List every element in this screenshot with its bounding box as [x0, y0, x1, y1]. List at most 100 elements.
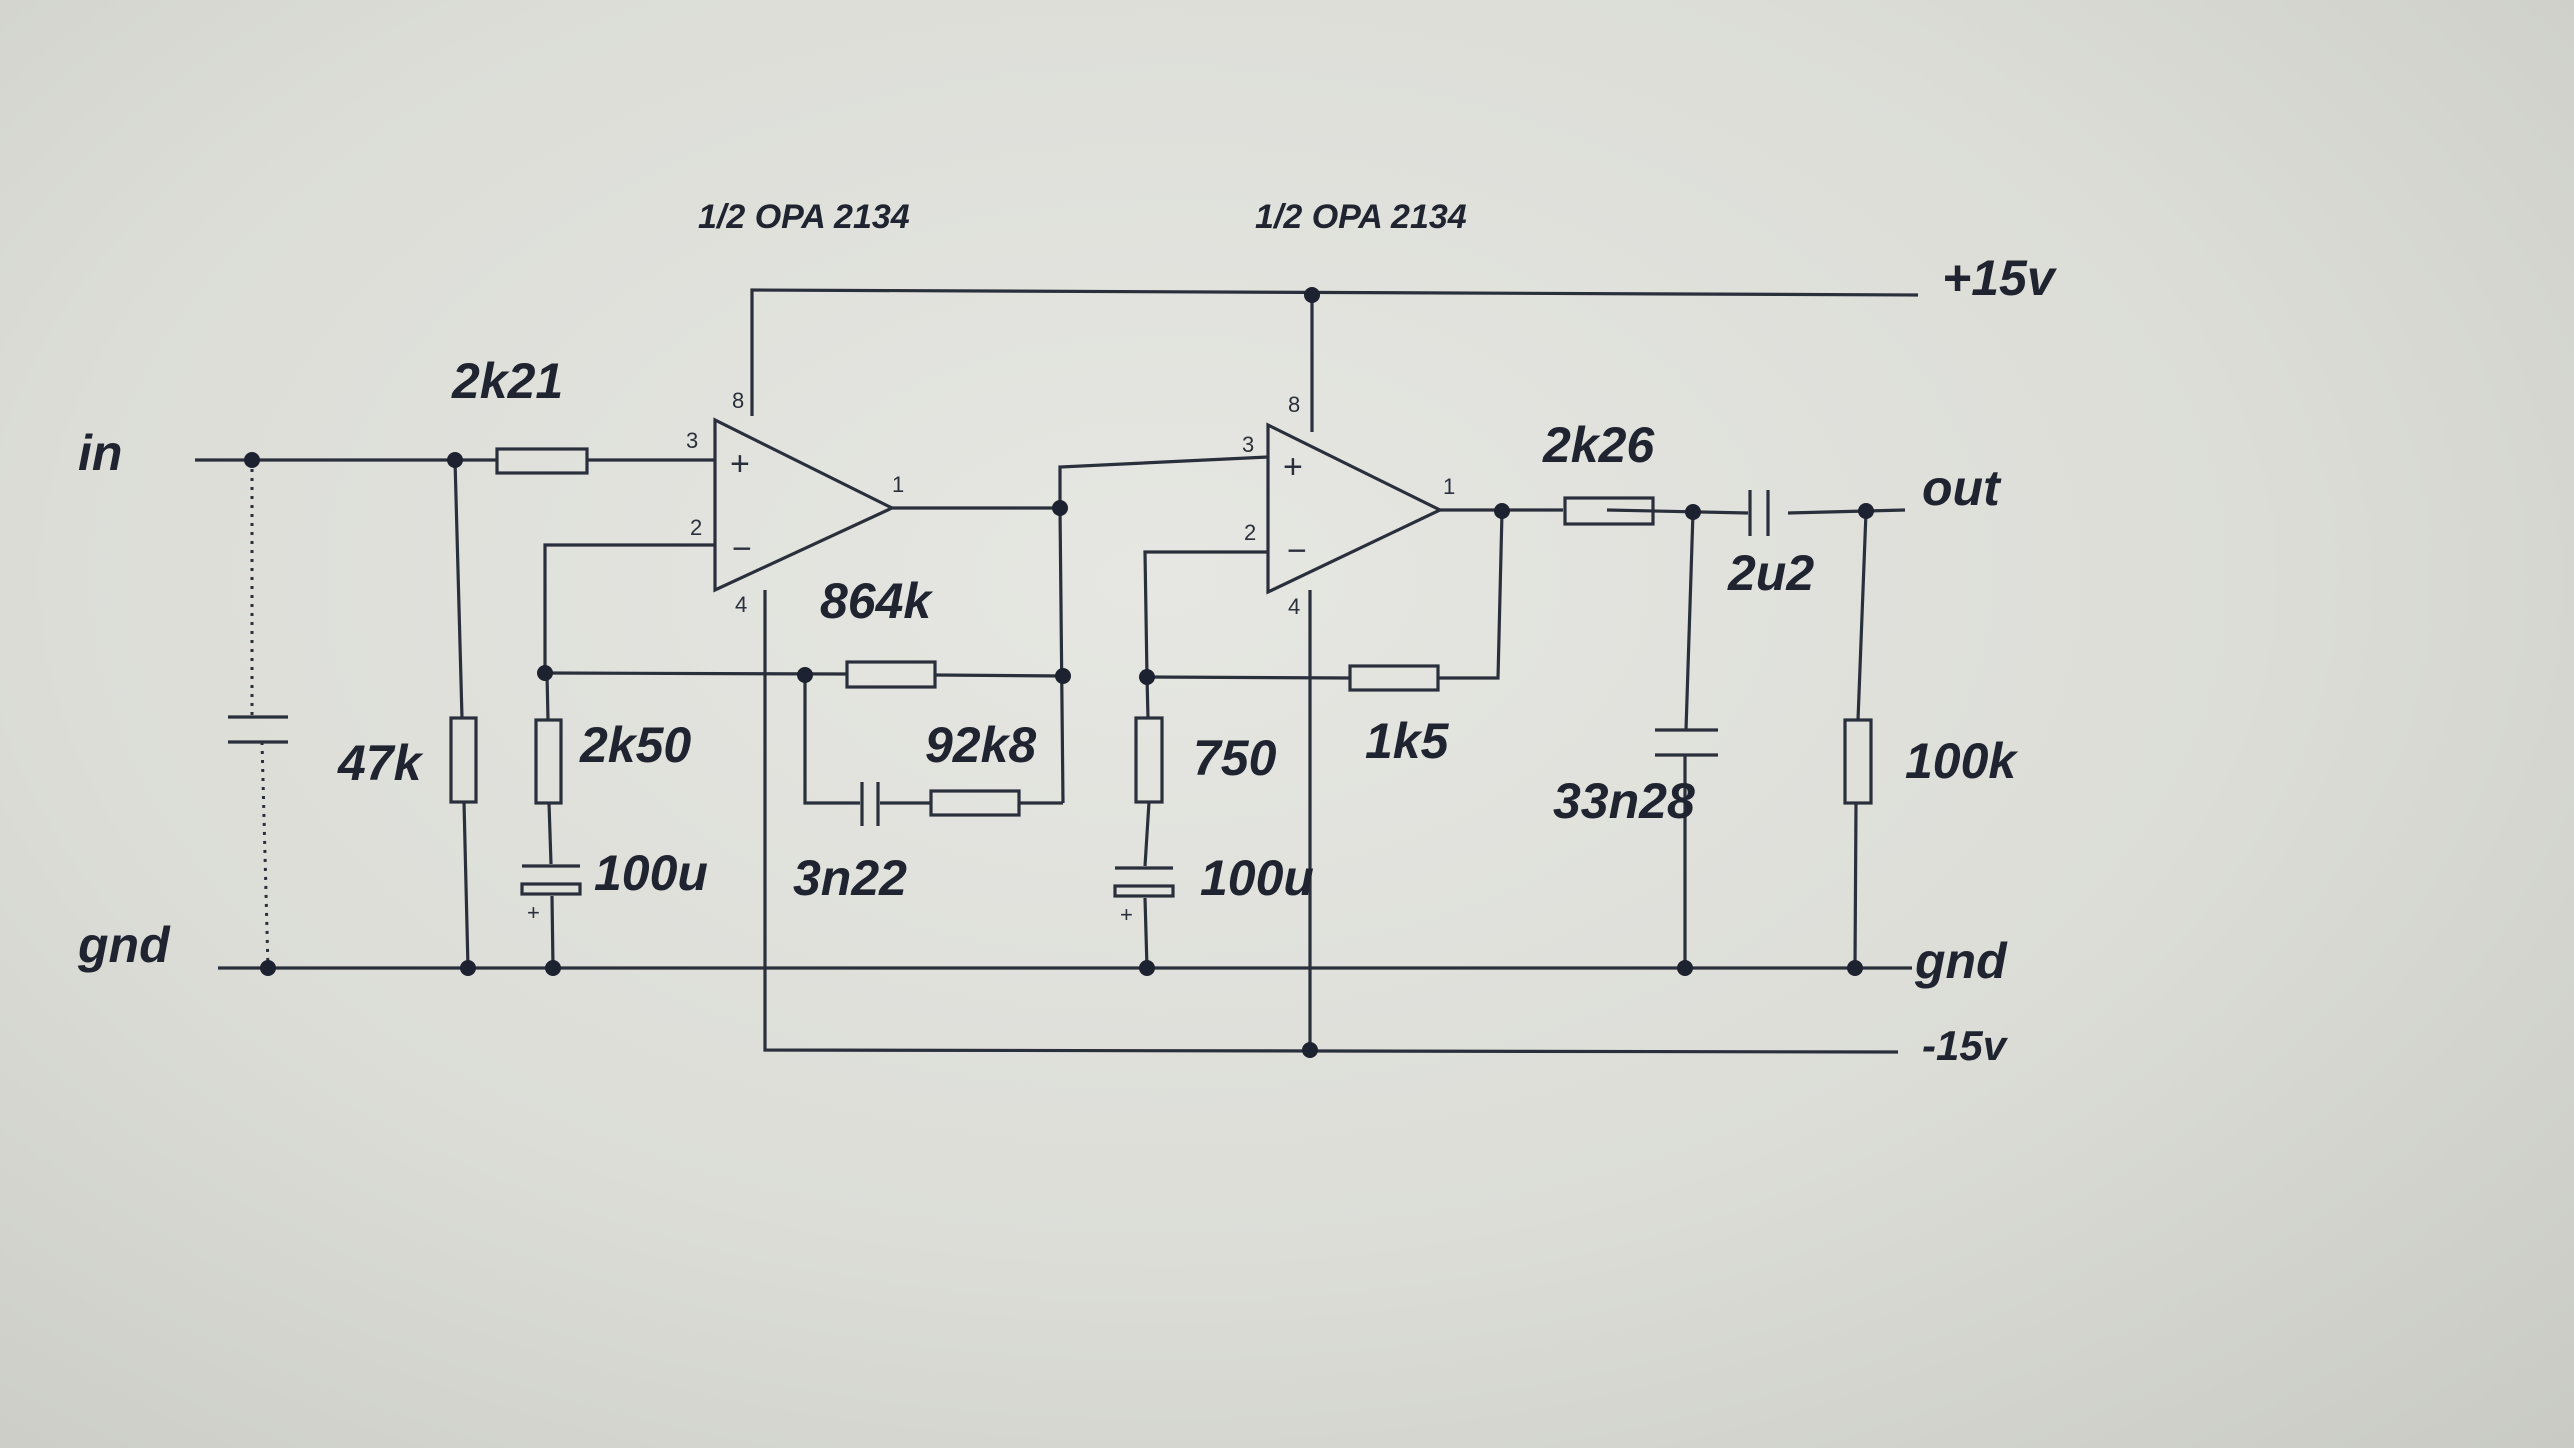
negative-rail-label: -15v [1922, 1022, 2009, 1069]
label-1k5: 1k5 [1365, 713, 1450, 769]
node-gnd-output-cap [1677, 960, 1693, 976]
node-positive-rail [1304, 287, 1320, 303]
interstage-wire [1058, 455, 1269, 508]
output-cap-wire-top [1684, 511, 1695, 731]
output-wire-mid [1606, 508, 1749, 515]
opamp2-minus-sign: − [1287, 532, 1307, 570]
label-2k26: 2k26 [1542, 417, 1655, 473]
cap-100u-2-plate-bottom [1113, 884, 1175, 898]
label-2k21: 2k21 [451, 353, 563, 409]
opamp1-pin-1: 1 [892, 472, 904, 497]
resistor-750 [1134, 716, 1164, 804]
node-output-load [1858, 503, 1874, 519]
feedback1-wire-left [544, 671, 848, 676]
node-input-shunt [447, 452, 463, 468]
opamp1-pin-4: 4 [735, 592, 747, 617]
opamp2-pin-2: 2 [1244, 520, 1256, 545]
positive-rail-label: +15v [1942, 250, 2058, 306]
node-feedback1-right [1055, 668, 1071, 684]
node-opamp2-output [1494, 503, 1510, 519]
resistor-2k26-rect [1563, 496, 1655, 526]
opamp1-plus-sign: + [730, 445, 750, 483]
feedback2-wire-left [1146, 675, 1351, 680]
ground-resistor2-wire-mid [1143, 801, 1151, 867]
node-opamp1-output [1052, 500, 1068, 516]
input-cap-dotted-bottom [260, 741, 270, 969]
cap-100u-1-polarity: + [527, 900, 540, 925]
label-92k8: 92k8 [925, 717, 1036, 773]
shunt-resistor-wire-bottom [462, 801, 470, 969]
opamp-2: + − 8 3 2 4 1 [1242, 392, 1455, 619]
cap-100u-2-polarity: + [1120, 902, 1133, 927]
feedback2-wire-right [1438, 511, 1504, 680]
capacitors: + + [228, 490, 1770, 927]
node-gnd-cap1 [545, 960, 561, 976]
node-output-cap-shunt [1685, 504, 1701, 520]
resistors [449, 447, 1873, 817]
opamp2-pin-1: 1 [1443, 474, 1455, 499]
resistor-1k5 [1348, 664, 1440, 692]
label-100u-1: 100u [594, 845, 708, 901]
label-864k: 864k [820, 573, 933, 629]
opamp2-triangle [1266, 422, 1444, 595]
cap-100u-1-plate-bottom [520, 882, 582, 896]
ground-resistor1-wire-top [545, 672, 550, 721]
feedback1-vertical-wire [1058, 507, 1065, 804]
opamp1-minus-sign: − [732, 530, 752, 568]
node-negative-rail [1302, 1042, 1318, 1058]
shunt-resistor-wire-top [453, 459, 464, 719]
opamp1-triangle [713, 417, 896, 593]
node-gnd-load [1847, 960, 1863, 976]
resistor-47k [449, 716, 478, 804]
label-47k: 47k [337, 735, 424, 791]
opamp2-title: 1/2 OPA 2134 [1255, 198, 1467, 236]
resistor-92k8 [929, 789, 1021, 817]
opamp1-pin-3: 3 [686, 428, 698, 453]
resistor-2k21 [495, 447, 589, 475]
node-feedback1-left [537, 665, 553, 681]
opamp2-inverting-wire [1143, 550, 1268, 678]
load-resistor-wire-bottom [1853, 802, 1858, 969]
ground-cap2-wire-bottom [1143, 897, 1149, 969]
node-input-cap [244, 452, 260, 468]
opamp1-title: 1/2 OPA 2134 [698, 198, 910, 236]
label-2u2: 2u2 [1727, 545, 1814, 601]
rc-branch-wire-left [803, 675, 860, 805]
node-rc-branch [797, 667, 813, 683]
node-gnd-shunt [460, 960, 476, 976]
node-feedback2-left [1139, 669, 1155, 685]
output-label: out [1922, 460, 2002, 516]
positive-rail-wire [750, 288, 1919, 416]
label-3n22: 3n22 [793, 850, 907, 906]
resistor-100k [1843, 718, 1873, 805]
opamp-1: + − 8 3 2 4 1 [686, 388, 904, 617]
opamp1-pin-2: 2 [690, 515, 702, 540]
opamp2-plus-sign: + [1283, 448, 1303, 486]
opamp1-inverting-wire [543, 543, 715, 673]
label-750: 750 [1193, 730, 1277, 786]
ground-label-right: gnd [1914, 933, 2008, 989]
opamp2-pin-4: 4 [1288, 594, 1300, 619]
output-wire-right [1787, 508, 1906, 515]
node-gnd-cap2 [1139, 960, 1155, 976]
label-33n28: 33n28 [1553, 773, 1695, 829]
ground-cap1-wire-bottom [550, 895, 555, 969]
labels: 1/2 OPA 2134 1/2 OPA 2134 +15v -15v in o… [77, 198, 2058, 1069]
label-2k50: 2k50 [579, 717, 691, 773]
ground-resistor1-wire-mid [547, 802, 553, 865]
junction-nodes [244, 287, 1874, 1058]
input-label: in [78, 425, 122, 481]
resistor-2k50 [534, 718, 563, 805]
label-100u-2: 100u [1200, 850, 1314, 906]
label-100k: 100k [1905, 733, 2018, 789]
node-gnd-input-cap [260, 960, 276, 976]
ground-label-left: gnd [77, 917, 171, 973]
load-resistor-wire-top [1856, 511, 1868, 721]
opamp2-pin-3: 3 [1242, 432, 1254, 457]
resistor-864k [845, 660, 937, 689]
negative-rail-wire [763, 590, 1899, 1054]
opamp2-pin-8: 8 [1288, 392, 1300, 417]
feedback1-wire-right [934, 673, 1064, 678]
